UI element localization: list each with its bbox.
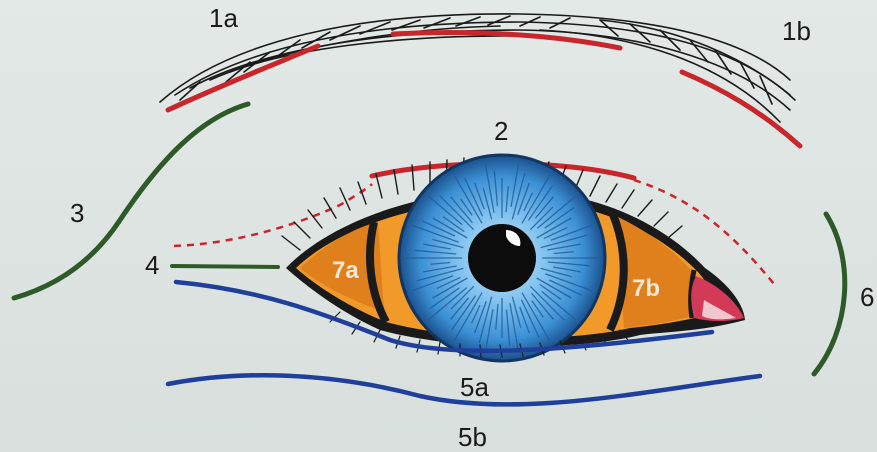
label-7a: 7a (332, 257, 359, 284)
label-5a: 5a (460, 372, 489, 402)
label-2: 2 (494, 116, 508, 146)
label-4: 4 (145, 250, 159, 280)
label-3: 3 (70, 198, 84, 228)
pupil (468, 224, 536, 292)
label-5b: 5b (458, 422, 487, 452)
label-7b: 7b (632, 275, 660, 302)
label-6: 6 (860, 282, 874, 312)
label-1a: 1a (209, 3, 238, 33)
outer-canthus-line (172, 266, 278, 267)
label-1b: 1b (782, 16, 811, 46)
